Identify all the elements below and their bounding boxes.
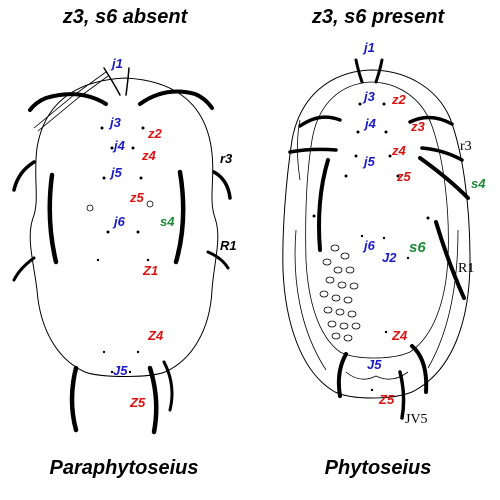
left-label-z5: z5 [129, 190, 145, 205]
right-label-R1: R1 [458, 261, 474, 276]
left-seta-Z5-left [69, 365, 79, 433]
right-dorsal-shield [305, 81, 449, 359]
left-body-outline [29, 77, 219, 377]
left-label-Z5: Z5 [129, 395, 146, 410]
right-label-z4: z4 [391, 143, 407, 158]
left-solenostome-2 [146, 200, 154, 208]
left-genus-name: Paraphytoseius [50, 457, 199, 479]
left-label-Z4: Z4 [147, 328, 164, 343]
left-label-j3: j3 [108, 115, 122, 130]
left-label-J5: J5 [113, 363, 128, 378]
left-seta-Z5-inner [162, 360, 174, 412]
right-label-r3: r3 [460, 139, 472, 154]
right-seta-j3-left [298, 115, 342, 128]
right-contour-right [427, 229, 459, 369]
right-seta-s6 [434, 220, 466, 300]
right-seta-s4-right [418, 156, 470, 200]
left-seta-j1b [125, 67, 130, 96]
right-seta-j1a [354, 58, 364, 84]
right-label-z5: z5 [396, 169, 412, 184]
left-label-r3: r3 [220, 151, 233, 166]
right-label-s6: s6 [409, 239, 426, 256]
left-seta-R1-left [12, 256, 36, 282]
right-label-j1: j1 [362, 40, 375, 55]
left-pores [96, 126, 150, 374]
left-seta-j3-left [28, 92, 108, 112]
left-solenostome [86, 204, 94, 212]
right-genus-name: Phytoseius [325, 457, 432, 479]
right-label-z3: z3 [410, 119, 426, 134]
right-label-Z4: Z4 [391, 328, 408, 343]
left-label-z2: z2 [147, 126, 163, 141]
left-label-j1: j1 [110, 56, 123, 71]
right-label-j4: j4 [363, 116, 377, 131]
right-seta-j1b [374, 58, 384, 84]
left-label-Z1: Z1 [142, 263, 158, 278]
left-gnathosoma-line-2 [37, 75, 109, 132]
right-label-s4: s4 [471, 176, 486, 191]
left-seta-j1a [103, 67, 121, 96]
right-seta-left-mid [288, 147, 338, 154]
paraphytoseius-drawing: j1 j3 z2 j4 z4 r3 j5 z5 j6 s4 R1 Z1 Z4 J… [12, 56, 237, 435]
left-label-j6: j6 [112, 214, 126, 229]
right-seta-Z4-left [336, 352, 348, 398]
phytoseius-drawing: j1 j3 z2 j4 z3 r3 z4 j5 z5 s4 j6 s6 R1 J… [282, 40, 486, 427]
left-heading: z3, s6 absent [62, 6, 189, 28]
right-reticulation [319, 244, 361, 342]
right-label-JV5: JV5 [405, 412, 428, 427]
right-label-J5: J5 [367, 357, 382, 372]
left-seta-j3-right [138, 89, 214, 110]
left-label-R1: R1 [220, 238, 237, 253]
left-label-z4: z4 [141, 148, 157, 163]
right-heading: z3, s6 present [311, 6, 446, 28]
left-label-j5: j5 [109, 165, 123, 180]
right-seta-z3-right [408, 115, 454, 126]
right-seta-Z5 [398, 370, 406, 420]
right-label-j5: j5 [362, 154, 376, 169]
right-contour-left [294, 229, 327, 371]
right-label-z2: z2 [391, 92, 407, 107]
left-seta-R1-right [206, 250, 230, 270]
right-label-Z5: Z5 [378, 392, 395, 407]
right-label-j6: j6 [362, 238, 376, 253]
left-seta-Z5-right [147, 365, 159, 435]
left-seta-s4-right [173, 169, 186, 265]
right-seta-Z4-right [410, 344, 429, 394]
right-seta-r3 [420, 146, 464, 162]
right-seta-s4-left [317, 158, 330, 252]
left-seta-r3-left [12, 160, 36, 192]
right-label-j3: j3 [362, 89, 376, 104]
left-seta-s4-left [47, 172, 59, 265]
right-pores [312, 102, 430, 392]
right-posterior-notch [345, 371, 409, 380]
right-label-J2: J2 [382, 250, 397, 265]
left-label-j4: j4 [112, 138, 126, 153]
left-seta-r3-right [212, 170, 232, 200]
left-label-s4: s4 [160, 214, 175, 229]
